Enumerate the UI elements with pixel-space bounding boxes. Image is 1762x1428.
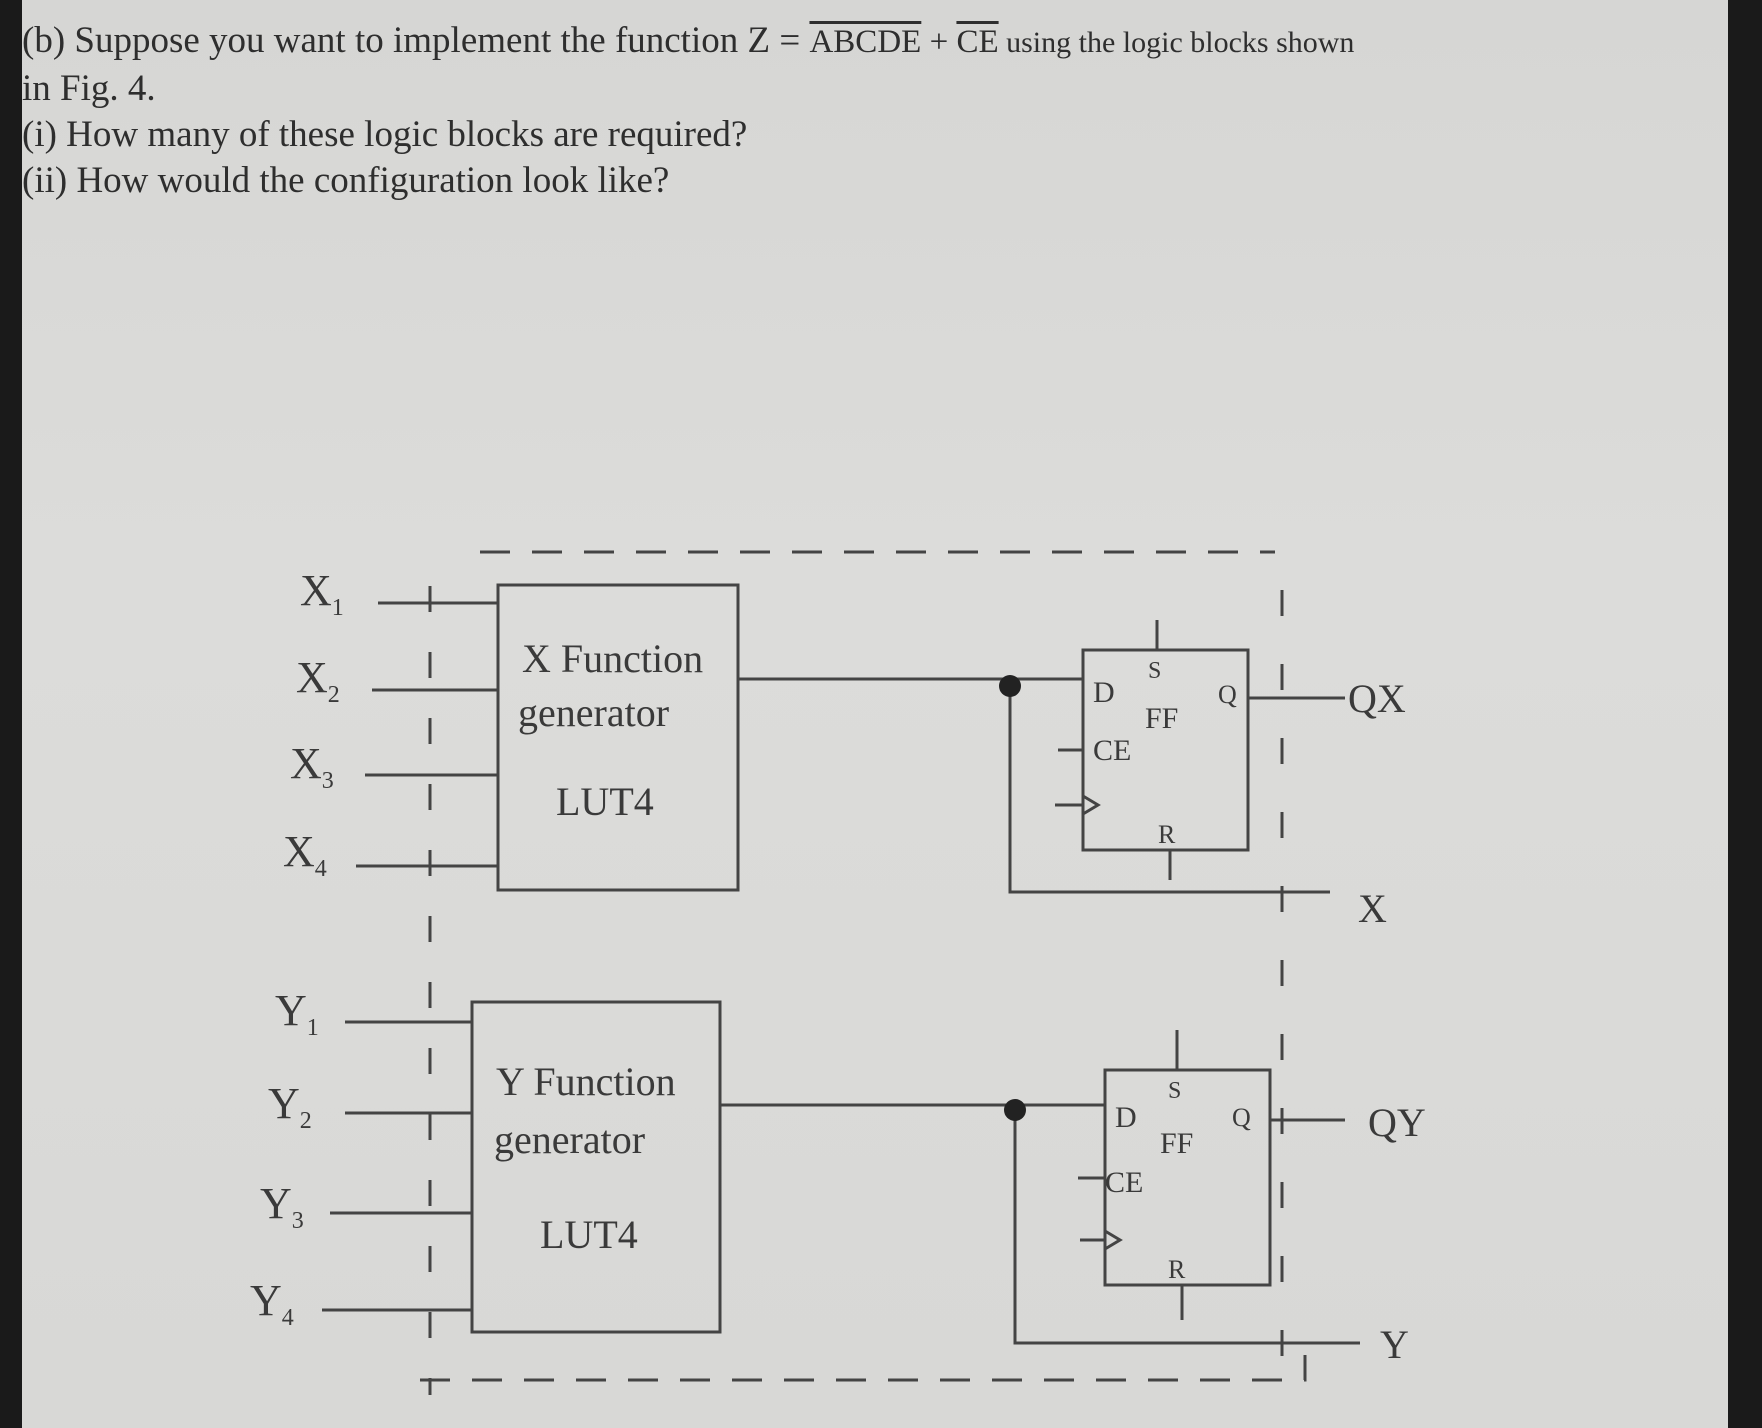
x-lut-type: LUT4 [556,779,654,824]
output-qx: QX [1348,676,1406,721]
y3-label: Y3 [260,1179,304,1234]
y-lut-subtitle: generator [494,1117,645,1162]
subquestion-i: (i) How many of these logic blocks are r… [22,114,748,155]
x2-label: X2 [296,653,340,708]
formula-term-1: ABCDE [809,24,922,60]
x1-label: X1 [300,566,344,621]
y-ff-ce: CE [1105,1166,1143,1199]
output-y: Y [1380,1322,1409,1367]
x-ff-q: Q [1218,680,1237,709]
x-ff-set-reset [1155,620,1172,880]
x-lut-box [496,583,740,892]
x-bypass-wire [1008,686,1330,894]
y-ff-r: R [1168,1255,1186,1284]
x-input-wires [356,601,498,868]
x-ff-r: R [1158,820,1176,849]
y-bypass-wire [1013,1110,1360,1345]
formula-term-2: CE [956,24,999,60]
x-ff-ce: CE [1093,734,1131,767]
y4-label: Y4 [250,1276,294,1331]
y1-label: Y1 [275,986,319,1041]
x-ff-d: D [1093,676,1115,709]
x-ff-ce-clk [1055,748,1101,816]
y2-label: Y2 [268,1079,312,1134]
y-ff-d: D [1115,1101,1137,1134]
function-formula: ABCDE + CE [809,24,998,60]
x-ff-s: S [1148,658,1161,684]
y-ff-s: S [1168,1078,1181,1104]
output-qy: QY [1368,1100,1426,1145]
y-input-wires [322,1020,472,1312]
question-line-1: (b) Suppose you want to implement the fu… [22,18,1702,66]
x3-label: X3 [290,739,334,794]
y-ff-ce-clk [1078,1176,1123,1251]
y-junction-dot [1004,1099,1026,1121]
y-ff-q: Q [1232,1103,1251,1132]
y-ff-label: FF [1160,1127,1193,1160]
question-intro: (b) Suppose you want to implement the fu… [22,20,810,61]
x-lut-subtitle: generator [518,690,669,735]
x4-label: X4 [283,827,327,882]
question-line-2: in Fig. 4. [22,68,156,109]
question-text: (b) Suppose you want to implement the fu… [22,18,1702,204]
paper-page [22,0,1728,1428]
x-lut-title: X Function [522,636,703,681]
y-lut-title: Y Function [496,1059,676,1104]
subquestion-ii: (ii) How would the configuration look li… [22,160,670,201]
x-ff-label: FF [1145,702,1178,735]
y-ff-set-reset [1175,1030,1184,1320]
y-lut-type: LUT4 [540,1212,638,1257]
y-lut-box [470,1000,722,1334]
output-x: X [1358,886,1387,931]
question-line-1-tail: using the logic blocks shown [998,26,1355,59]
formula-plus: + [921,24,957,60]
x-junction-dot [999,675,1021,697]
block-boundary-bottom [420,1355,1307,1382]
